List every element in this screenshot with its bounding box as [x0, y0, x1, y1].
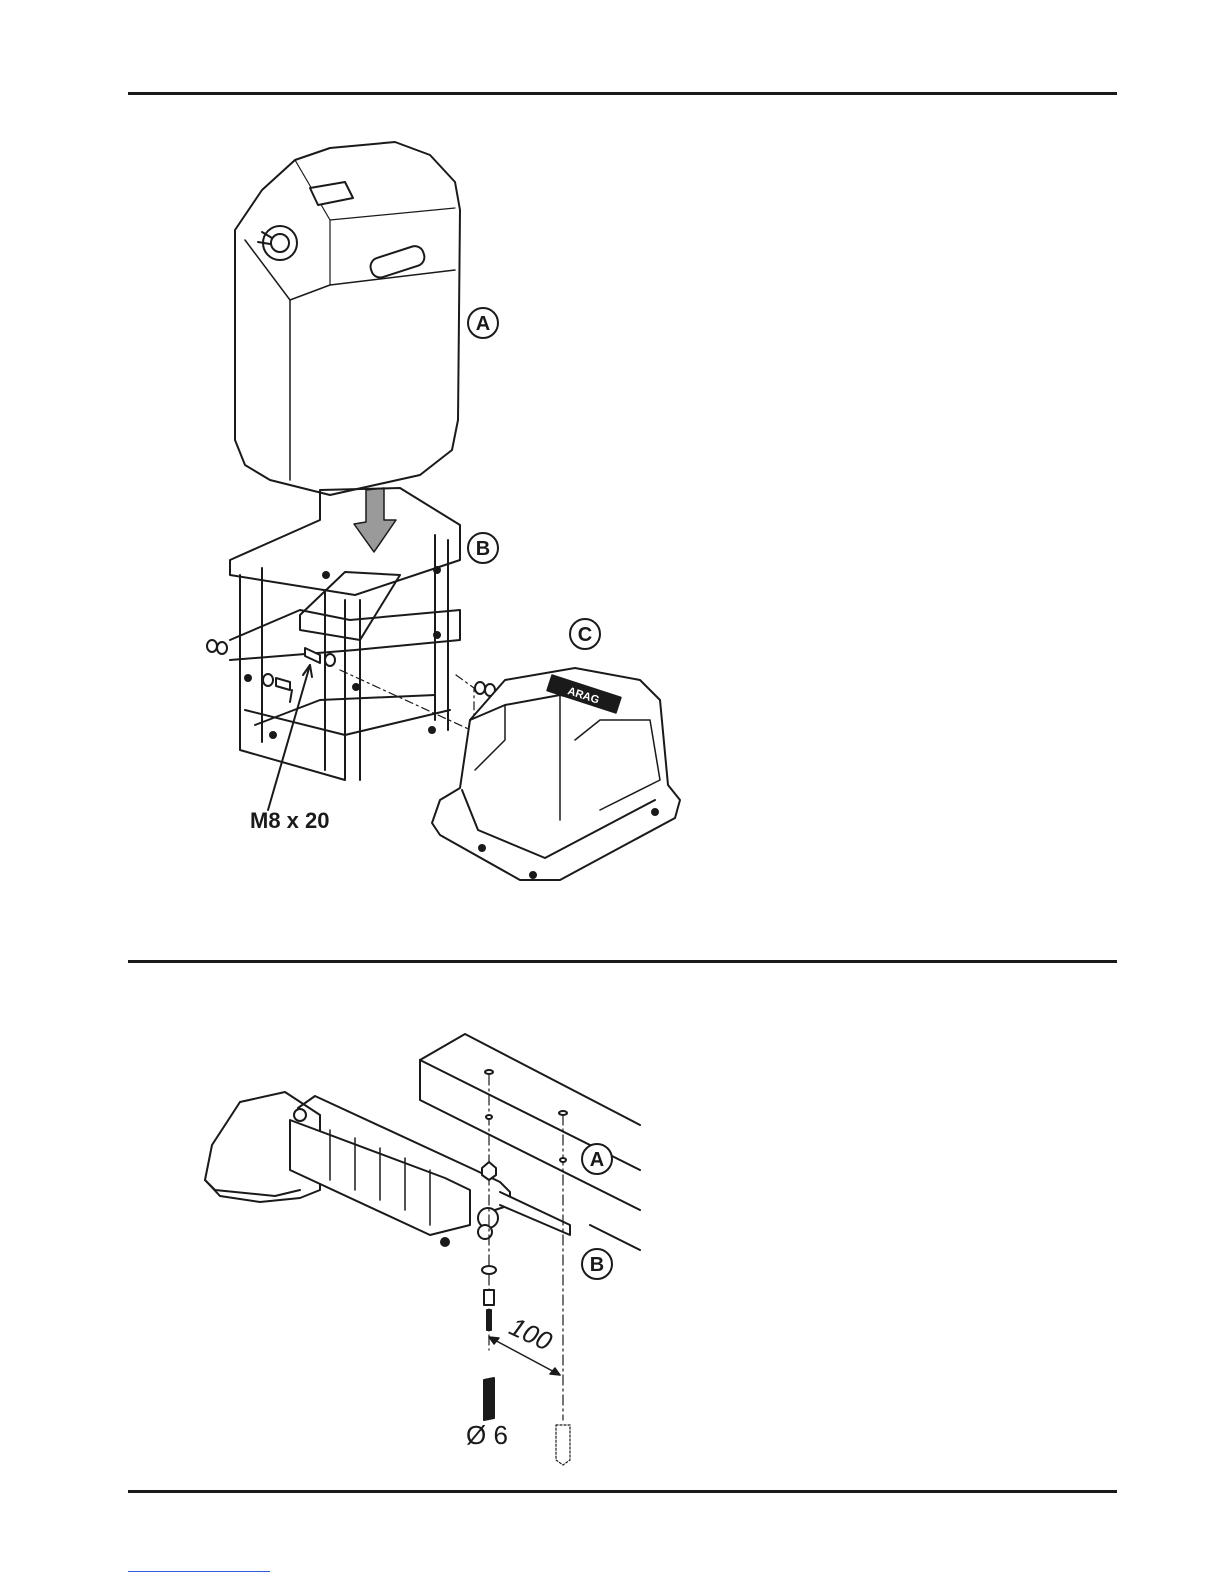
bolt-size-label: M8 x 20	[250, 808, 330, 833]
sensor-assembly	[205, 1092, 570, 1246]
figure-bracket-mounting: A B 100 Ø 6	[0, 1020, 1225, 1470]
figure-tank-assembly: A B C ARAG M8 x 20	[0, 120, 1225, 910]
footer-link-underline[interactable]	[128, 1571, 270, 1572]
nuts-and-bolts	[207, 640, 495, 696]
callout-b-label: B	[476, 538, 490, 560]
down-arrow-icon	[354, 488, 396, 552]
drill-diameter-label: Ø 6	[466, 1420, 508, 1450]
callout-a-label-2: A	[590, 1149, 604, 1171]
canister-illustration	[235, 142, 460, 495]
top-rule	[128, 92, 1117, 95]
pump-cover-illustration	[432, 668, 680, 880]
callout-b-label-2: B	[590, 1254, 604, 1276]
middle-rule	[128, 960, 1117, 963]
frame-illustration	[230, 488, 460, 780]
callout-c-label: C	[578, 624, 592, 646]
callout-a-label: A	[476, 313, 490, 335]
bottom-rule	[128, 1490, 1117, 1493]
